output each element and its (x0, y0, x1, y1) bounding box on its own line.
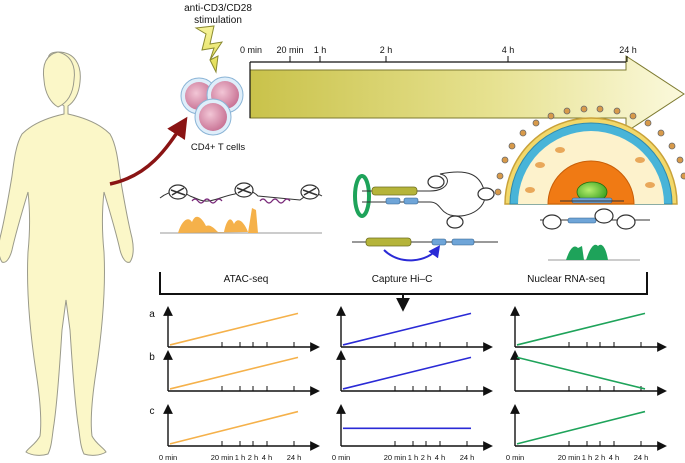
assay-label-rna: Nuclear RNA-seq (527, 274, 605, 285)
stimulation-label-line1: anti-CD3/CD28 (184, 3, 252, 14)
mini-plot-hic-c (336, 404, 493, 451)
plot-tick-c1-1: 20 min (211, 453, 234, 462)
assay-label-atac: ATAC-seq (224, 274, 269, 285)
mini-plot-atac-a (163, 306, 320, 352)
mini-plot-rna-c (510, 404, 667, 451)
timeline-tick-1: 20 min (276, 45, 303, 55)
assay-label-hic: Capture Hi–C (372, 274, 433, 285)
mini-plot-grid (163, 306, 667, 451)
lightning-icon (194, 25, 224, 74)
mini-plot-atac-b (163, 350, 320, 396)
timeline-ticks (289, 56, 628, 62)
timeline-tick-0: 0 min (240, 45, 262, 55)
plot-tick-c2-5: 24 h (460, 453, 475, 462)
hic-chromatin-icon (352, 171, 498, 262)
nucleus-icon (494, 105, 685, 205)
plot-tick-c3-0: 0 min (506, 453, 524, 462)
plot-tick-c3-5: 24 h (634, 453, 649, 462)
plot-tick-c1-0: 0 min (159, 453, 177, 462)
trend-line (342, 356, 472, 390)
plot-tick-c2-4: 4 h (435, 453, 445, 462)
timeline-tick-2: 1 h (314, 45, 327, 55)
plot-tick-c1-2: 1 h (235, 453, 245, 462)
t-cell-icon (180, 76, 244, 136)
plot-tick-c3-2: 1 h (582, 453, 592, 462)
trend-line (342, 312, 472, 346)
plot-tick-labels-col2: 0 min 20 min 1 h 2 h 4 h 24 h (332, 453, 474, 462)
timeline-tick-3: 2 h (380, 45, 393, 55)
cells-label: CD4+ T cells (191, 142, 246, 153)
mini-plot-hic-b (336, 350, 493, 396)
sampling-arrow (109, 116, 188, 186)
timeline-tick-5: 24 h (619, 45, 637, 55)
trend-line (516, 410, 646, 445)
human-silhouette-icon (0, 51, 134, 456)
trend-line (169, 312, 299, 346)
trend-line (516, 312, 646, 346)
rna-chromatin-icon (540, 208, 650, 261)
plot-tick-c1-4: 4 h (262, 453, 272, 462)
plot-tick-c3-4: 4 h (609, 453, 619, 462)
row-label-c: c (150, 406, 155, 417)
plot-tick-labels-col1: 0 min 20 min 1 h 2 h 4 h 24 h (159, 453, 301, 462)
atac-chromatin-icon (159, 182, 323, 234)
trend-line (169, 410, 299, 445)
trend-line (516, 356, 646, 390)
plot-tick-c1-5: 24 h (287, 453, 302, 462)
mini-plot-rna-a (510, 306, 667, 352)
row-label-a: a (149, 309, 155, 320)
plot-tick-c3-3: 2 h (595, 453, 605, 462)
plot-tick-c2-1: 20 min (384, 453, 407, 462)
mini-plot-rna-b (510, 350, 667, 396)
timeline-arrow-icon (249, 55, 685, 133)
plot-tick-c2-3: 2 h (421, 453, 431, 462)
mini-plot-hic-a (336, 306, 493, 352)
plot-tick-c2-2: 1 h (408, 453, 418, 462)
plot-tick-labels-col3: 0 min 20 min 1 h 2 h 4 h 24 h (506, 453, 648, 462)
mini-plot-atac-c (163, 404, 320, 451)
plot-tick-c1-3: 2 h (248, 453, 258, 462)
plot-tick-c3-1: 20 min (558, 453, 581, 462)
stimulation-label-line2: stimulation (194, 15, 242, 26)
row-label-b: b (149, 352, 155, 363)
timeline-tick-4: 4 h (502, 45, 515, 55)
plot-tick-c2-0: 0 min (332, 453, 350, 462)
trend-line (169, 356, 299, 390)
